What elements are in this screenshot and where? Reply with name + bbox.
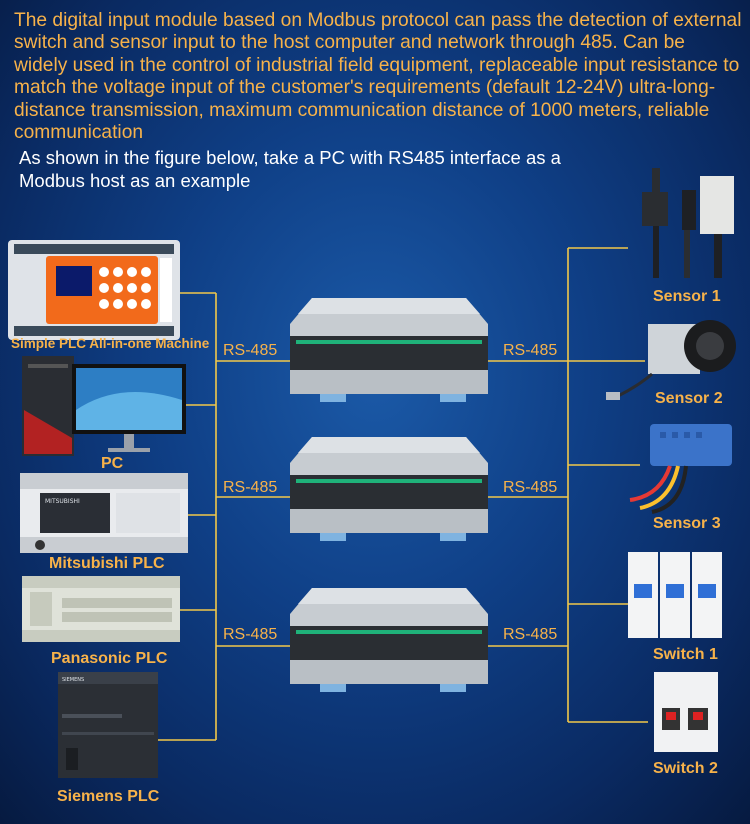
host-label-panasonic: Panasonic PLC <box>51 650 168 667</box>
device-label-switch-1: Switch 1 <box>653 646 718 663</box>
rs485-label-right-1: RS-485 <box>503 342 558 359</box>
rs485-label-right-2: RS-485 <box>503 479 558 496</box>
rs485-label-left-1: RS-485 <box>223 342 278 359</box>
io-module-3 <box>290 588 488 692</box>
simple-plc-image <box>8 240 180 340</box>
io-module-2 <box>290 437 488 541</box>
host-label-simple-plc: Simple PLC All-in-one Machine <box>11 336 210 351</box>
switch-2-image <box>654 672 718 752</box>
host-label-mitsubishi: Mitsubishi PLC <box>49 555 165 572</box>
device-label-sensor-2: Sensor 2 <box>655 390 723 407</box>
pc-image <box>22 356 186 456</box>
host-label-pc: PC <box>101 455 124 472</box>
switch-1-image <box>628 552 722 638</box>
device-label-switch-2: Switch 2 <box>653 760 718 777</box>
sensor-3-image <box>629 424 732 514</box>
diagram-subtitle: As shown in the figure below, take a PC … <box>19 147 561 191</box>
panasonic-plc-image <box>22 576 180 642</box>
rs485-label-left-3: RS-485 <box>223 626 278 643</box>
device-label-sensor-3: Sensor 3 <box>653 515 721 532</box>
io-module-1 <box>290 298 488 402</box>
host-label-siemens: Siemens PLC <box>57 788 160 805</box>
siemens-plc-image: SIEMENS <box>58 672 158 778</box>
device-label-sensor-1: Sensor 1 <box>653 288 721 305</box>
sensor-2-image <box>606 320 736 400</box>
sensor-1-image <box>642 168 734 278</box>
siemens-logo: SIEMENS <box>62 677 84 683</box>
rs485-label-left-2: RS-485 <box>223 479 278 496</box>
intro-paragraph: The digital input module based on Modbus… <box>14 10 742 144</box>
mitsubishi-plc-image: MITSUBISHI <box>20 473 188 553</box>
mitsubishi-logo: MITSUBISHI <box>45 498 80 505</box>
rs485-label-right-3: RS-485 <box>503 626 558 643</box>
